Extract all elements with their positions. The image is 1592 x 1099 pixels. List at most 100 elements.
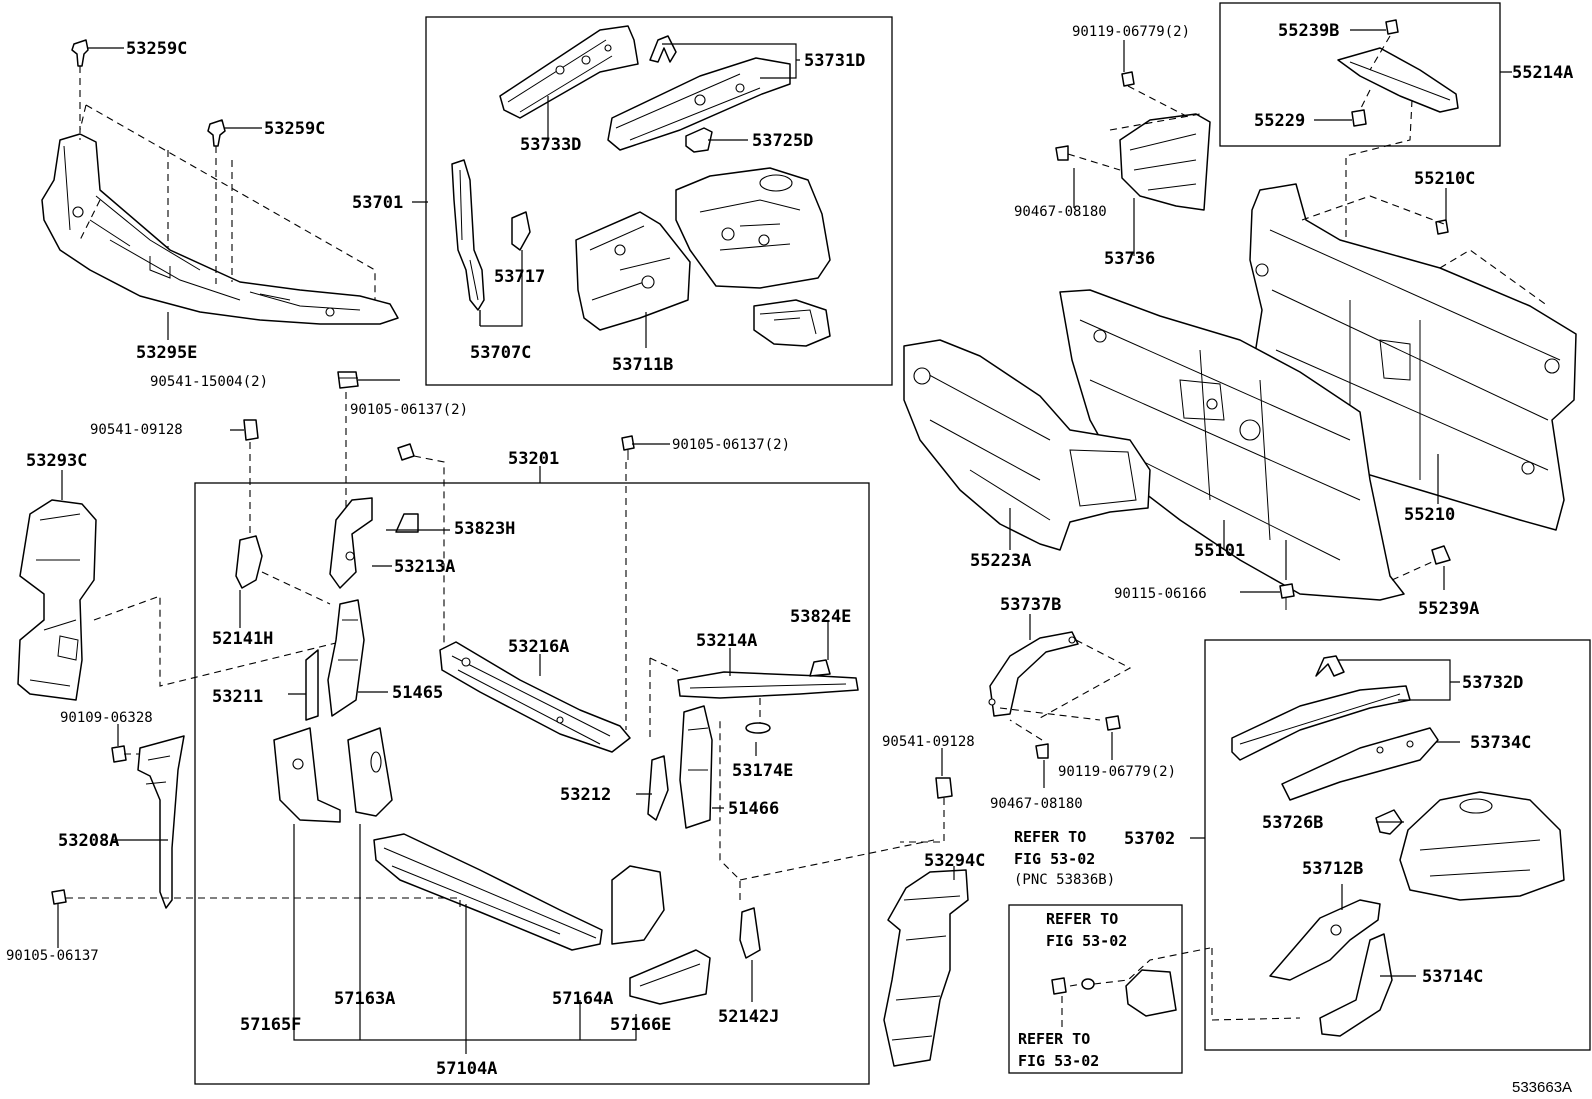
part-53707C [451, 159, 485, 311]
part-52141H [235, 535, 263, 589]
part-55223A [903, 339, 1151, 551]
label-55214A: 55214A [1512, 63, 1573, 83]
part-53259C-clip-top [71, 39, 89, 67]
label-53293C: 53293C [26, 451, 87, 471]
part-53732D-bracket [1315, 655, 1345, 677]
part-57104A [373, 833, 603, 951]
label-90105-06137-2-right: 90105-06137(2) [672, 437, 790, 453]
part-53712B [1269, 899, 1381, 981]
part-53731D-bracket [649, 35, 677, 63]
part-90105-06137-right [621, 435, 635, 460]
label-90467-08180-bot: 90467-08180 [990, 796, 1083, 812]
label-55239A: 55239A [1418, 599, 1479, 619]
label-53712B: 53712B [1302, 859, 1363, 879]
label-53725D: 53725D [752, 131, 813, 151]
part-53711B-housing [675, 167, 831, 289]
label-53213A: 53213A [394, 557, 455, 577]
label-53216A: 53216A [508, 637, 569, 657]
label-53823H: 53823H [454, 519, 515, 539]
label-55101: 55101 [1194, 541, 1245, 561]
refer-notes: REFER TO FIG 53-02 (PNC 53836B) REFER TO… [1014, 828, 1127, 1070]
part-53294C [883, 869, 969, 1067]
label-90541-09128-left: 90541-09128 [90, 422, 183, 438]
part-53711B-apron [575, 211, 691, 331]
part-90105-06137-left [397, 443, 415, 461]
label-90119-06779-bot: 90119-06779(2) [1058, 764, 1176, 780]
label-90105-06137: 90105-06137 [6, 948, 99, 964]
part-53736 [1119, 113, 1211, 211]
part-90541-09128-left [243, 419, 259, 441]
label-90105-06137-2-left: 90105-06137(2) [350, 402, 468, 418]
label-90115-06166: 90115-06166 [1114, 586, 1207, 602]
label-55239B: 55239B [1278, 21, 1339, 41]
label-51466: 51466 [728, 799, 779, 819]
part-55210C [1435, 219, 1449, 235]
label-53294C: 53294C [924, 851, 985, 871]
label-90541-15004: 90541-15004(2) [150, 374, 268, 390]
label-57163A: 57163A [334, 989, 395, 1009]
label-52142J: 52142J [718, 1007, 779, 1027]
part-55214A [1337, 47, 1459, 113]
part-51465 [327, 599, 365, 717]
part-53711B-bracket [753, 299, 831, 347]
label-53714C: 53714C [1422, 967, 1483, 987]
label-57164A: 57164A [552, 989, 613, 1009]
label-57165F: 57165F [240, 1015, 301, 1035]
label-53737B: 53737B [1000, 595, 1061, 615]
label-53711B: 53711B [612, 355, 673, 375]
part-90541-09128-mid [935, 777, 953, 799]
label-52141H: 52141H [212, 629, 273, 649]
part-53213A [329, 497, 373, 589]
label-53211: 53211 [212, 687, 263, 707]
part-53824E [809, 659, 831, 677]
label-57166E: 57166E [610, 1015, 671, 1035]
label-53702: 53702 [1124, 829, 1175, 849]
label-53717: 53717 [494, 267, 545, 287]
part-57165F [273, 727, 341, 823]
label-53734C: 53734C [1470, 733, 1531, 753]
part-90541-15004 [337, 371, 359, 389]
label-53174E: 53174E [732, 761, 793, 781]
part-90467-08180-bot [1035, 743, 1049, 759]
part-53734C [1281, 727, 1439, 801]
part-53295E-cover [41, 133, 399, 325]
part-55101 [1059, 289, 1405, 601]
label-55210: 55210 [1404, 505, 1455, 525]
part-90105-06137-bottom [51, 889, 67, 905]
label-53701: 53701 [352, 193, 403, 213]
part-57164A [611, 865, 665, 945]
refer-note-3-line-2: FIG 53-02 [1018, 1052, 1099, 1070]
part-53702-housing [1399, 791, 1565, 901]
part-52142J [739, 907, 761, 959]
part-53174E [745, 722, 771, 734]
refer-note-2-line-1: REFER TO [1046, 910, 1118, 928]
part-53293C [17, 499, 97, 701]
label-57104A: 57104A [436, 1059, 497, 1079]
part-53733D [499, 25, 639, 119]
label-55229: 55229 [1254, 111, 1305, 131]
label-53201: 53201 [508, 449, 559, 469]
part-53208A [137, 735, 185, 909]
label-55210C: 55210C [1414, 169, 1475, 189]
part-90467-08180-top [1055, 145, 1069, 161]
label-53212: 53212 [560, 785, 611, 805]
drawing-id: 533663A [1512, 1079, 1572, 1096]
part-90119-06779-bot [1105, 715, 1121, 731]
part-55239A [1431, 545, 1451, 565]
label-55223A: 55223A [970, 551, 1031, 571]
part-51466 [679, 705, 713, 829]
part-53732D-rail [1231, 685, 1411, 761]
part-90119-06779-top [1121, 71, 1135, 87]
refer-note-1-line-2: FIG 53-02 [1014, 850, 1095, 868]
label-51465: 51465 [392, 683, 443, 703]
label-53824E: 53824E [790, 607, 851, 627]
group-frame-53701 [425, 16, 893, 386]
part-53212 [647, 755, 669, 821]
label-53707C: 53707C [470, 343, 531, 363]
part-53214A [677, 671, 859, 699]
part-57166E [629, 949, 711, 1005]
refer-note-1-line-1: REFER TO [1014, 828, 1086, 846]
refer-note-1-line-3: (PNC 53836B) [1014, 872, 1115, 888]
part-53259C-clip-mid [207, 119, 226, 147]
